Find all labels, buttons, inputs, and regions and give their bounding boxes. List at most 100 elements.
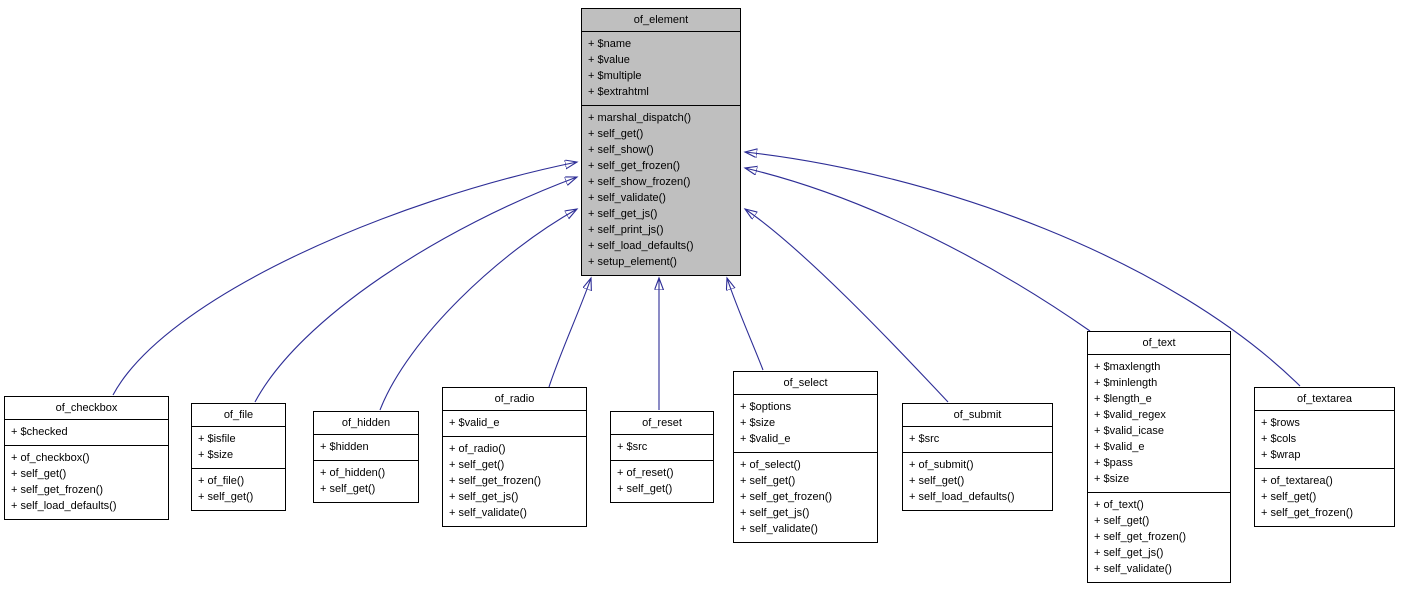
class-title: of_checkbox <box>5 397 168 420</box>
methods-section: + of_radio() + self_get() + self_get_froze… <box>443 436 586 526</box>
methods-section: + of_reset()+ self_get() <box>611 460 713 502</box>
class-title: of_text <box>1088 332 1230 355</box>
member-row: + self_get_frozen() <box>740 491 833 503</box>
member-row: + self_validate() <box>449 507 527 519</box>
member-row: + $isfile <box>198 433 236 445</box>
methods-section: + of_select() + self_get() + self_get_froz… <box>734 452 877 542</box>
class-of_reset[interactable]: of_reset + $src + of_reset()+ self_get() <box>610 411 714 503</box>
class-of_checkbox[interactable]: of_checkbox + $checked + of_checkbox()+ … <box>4 396 169 520</box>
inheritance-arrow-of_select <box>727 278 764 371</box>
attributes-section: + $maxlength + $minlength + $length_e + $va… <box>1088 355 1230 492</box>
member-row: + self_load_defaults() <box>909 491 1015 503</box>
member-row: + $size <box>198 449 234 461</box>
class-title: of_select <box>734 372 877 395</box>
member-row: + self_get() <box>740 475 796 487</box>
member-row: + self_get_frozen() <box>11 484 104 496</box>
member-row: + $src <box>617 441 648 453</box>
member-row: + self_validate() <box>1094 563 1172 575</box>
attributes-section: + $options + $size + $valid_e <box>734 395 877 452</box>
member-row: + $valid_e <box>1094 441 1145 453</box>
methods-section: + of_text()+ self_get()+ self_get_frozen… <box>1088 492 1230 582</box>
member-row: + self_get_js() <box>588 208 658 220</box>
methods-section: + of_textarea()+ self_get()+ self_get_fr… <box>1255 468 1394 526</box>
inheritance-arrow-of_hidden <box>379 209 577 411</box>
member-row: + self_get() <box>198 491 254 503</box>
member-row: + $size <box>740 417 776 429</box>
member-row: + of_file() <box>198 475 245 487</box>
member-row: + $pass <box>1094 457 1133 469</box>
member-row: + $name <box>588 38 632 50</box>
class-title: of_radio <box>443 388 586 411</box>
member-row: + of_text() <box>1094 499 1144 511</box>
member-row: + of_textarea() <box>1261 475 1333 487</box>
member-row: + $valid_e <box>449 417 500 429</box>
methods-section: + of_file() + self_get() <box>192 468 285 510</box>
member-row: + self_print_js() <box>588 224 664 236</box>
class-of_submit[interactable]: of_submit + $src + of_submit() + self_get… <box>902 403 1053 511</box>
member-row: + $cols <box>1261 433 1297 445</box>
attributes-section: + $src <box>611 435 713 460</box>
class-title: of_hidden <box>314 412 418 435</box>
member-row: + self_get_frozen() <box>449 475 542 487</box>
member-row: + $value <box>588 54 630 66</box>
methods-section: + of_hidden() + self_get() <box>314 460 418 502</box>
member-row: + marshal_dispatch() <box>588 112 692 124</box>
member-row: + self_get() <box>588 128 644 140</box>
attributes-section: + $checked <box>5 420 168 445</box>
member-row: + self_validate() <box>588 192 666 204</box>
member-row: + self_get() <box>449 459 505 471</box>
methods-section: + marshal_dispatch() + self_get() + self_s… <box>582 105 740 275</box>
member-row: + $valid_e <box>740 433 791 445</box>
class-of_text[interactable]: of_text + $maxlength + $minlength + $lengt… <box>1087 331 1231 583</box>
class-of_radio[interactable]: of_radio + $valid_e + of_radio() + self_g… <box>442 387 587 527</box>
class-of_element[interactable]: of_element + $name+ $value+ $multiple+ $… <box>581 8 741 276</box>
class-of_textarea[interactable]: of_textarea + $rows+ $cols+ $wrap + of_t… <box>1254 387 1395 527</box>
member-row: + self_show_frozen() <box>588 176 691 188</box>
member-row: + $options <box>740 401 792 413</box>
member-row: + $minlength <box>1094 377 1158 389</box>
member-row: + $length_e <box>1094 393 1152 405</box>
member-row: + self_get() <box>909 475 965 487</box>
class-of_file[interactable]: of_file + $isfile + $size + of_file() + se… <box>191 403 286 511</box>
member-row: + $maxlength <box>1094 361 1161 373</box>
attributes-section: + $isfile + $size <box>192 427 285 468</box>
class-of_select[interactable]: of_select + $options + $size + $valid_e + … <box>733 371 878 543</box>
member-row: + self_validate() <box>740 523 818 535</box>
methods-section: + of_submit() + self_get() + self_load_def… <box>903 452 1052 510</box>
inheritance-arrow-of_radio <box>548 278 591 388</box>
member-row: + self_load_defaults() <box>11 500 117 512</box>
member-row: + self_get() <box>11 468 67 480</box>
member-row: + of_select() <box>740 459 801 471</box>
member-row: + of_radio() <box>449 443 506 455</box>
methods-section: + of_checkbox() + self_get() + self_get_fr… <box>5 445 168 519</box>
inheritance-arrow-of_file <box>254 177 577 403</box>
member-row: + $size <box>1094 473 1130 485</box>
attributes-section: + $name + $value + $multiple + $extrahtml <box>582 32 740 105</box>
class-of_hidden[interactable]: of_hidden + $hidden + of_hidden()+ self_… <box>313 411 419 503</box>
class-title: of_submit <box>903 404 1052 427</box>
member-row: + $extrahtml <box>588 86 649 98</box>
inheritance-arrow-of_textarea <box>745 152 1301 387</box>
member-row: + self_show() <box>588 144 654 156</box>
member-row: + self_get_frozen() <box>1094 531 1187 543</box>
class-title: of_reset <box>611 412 713 435</box>
attributes-section: + $rows+ $cols+ $wrap <box>1255 411 1394 468</box>
member-row: + setup_element() <box>588 256 677 268</box>
member-row: + of_reset() <box>617 467 674 479</box>
class-title: of_element <box>582 9 740 32</box>
member-row: + self_get() <box>320 483 376 495</box>
member-row: + self_get_js() <box>449 491 519 503</box>
member-row: + $wrap <box>1261 449 1301 461</box>
inheritance-arrow-of_submit <box>745 209 949 403</box>
attributes-section: + $src <box>903 427 1052 452</box>
member-row: + self_get_js() <box>1094 547 1164 559</box>
member-row: + $multiple <box>588 70 642 82</box>
member-row: + of_submit() <box>909 459 974 471</box>
member-row: + $valid_regex <box>1094 409 1166 421</box>
member-row: + of_checkbox() <box>11 452 90 464</box>
class-title: of_file <box>192 404 285 427</box>
member-row: + $valid_icase <box>1094 425 1165 437</box>
member-row: + of_hidden() <box>320 467 386 479</box>
